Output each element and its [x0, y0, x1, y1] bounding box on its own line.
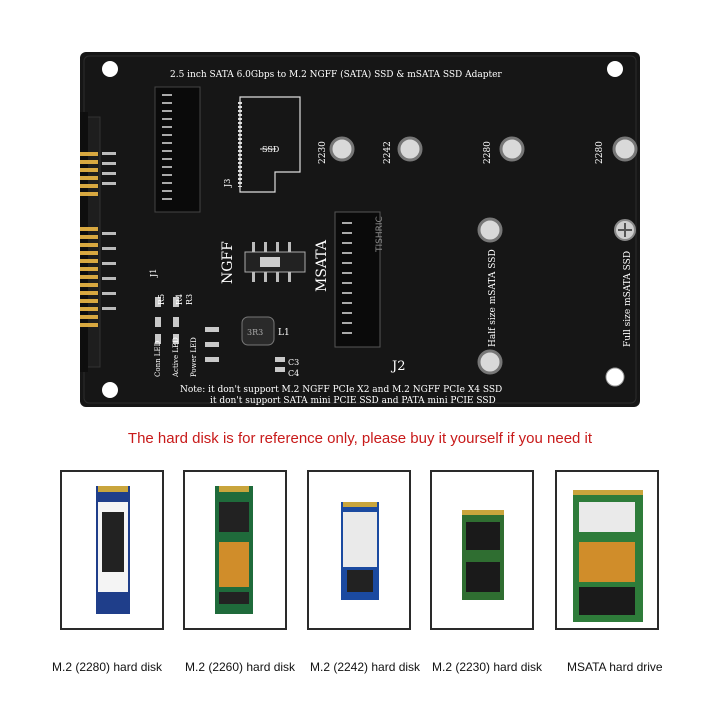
r3-label: R3 — [185, 294, 194, 305]
size-2280b-label: 2280 — [595, 141, 605, 164]
power-led-label: Power LED — [190, 337, 198, 377]
drive-card-2280 — [60, 470, 164, 630]
drive-caption-2242: M.2 (2242) hard disk — [310, 660, 421, 674]
m2-2260-ssd-icon — [215, 486, 253, 614]
r5-label: R5 — [157, 294, 166, 305]
drive-caption-2280: M.2 (2280) hard disk — [52, 660, 163, 674]
ngff-label: NGFF — [220, 241, 236, 284]
drive-caption-2260: M.2 (2260) hard disk — [185, 660, 296, 674]
adapter-board: 2.5 inch SATA 6.0Gbps to M.2 NGFF (SATA)… — [80, 52, 640, 407]
j1-label: J1 — [149, 269, 158, 278]
j2-label: J2 — [390, 359, 405, 374]
note-line-2: it don't support SATA mini PCIE SSD and … — [210, 396, 496, 406]
size-2242-label: 2242 — [383, 141, 393, 164]
m2-2242-ssd-icon — [341, 502, 379, 600]
msata-label: MSATA — [314, 239, 330, 292]
j3-label: J3 — [223, 179, 232, 188]
drive-card-2260 — [183, 470, 287, 630]
drive-caption-2230: M.2 (2230) hard disk — [432, 660, 543, 674]
ssd-label: SSD — [262, 145, 279, 154]
board-title: 2.5 inch SATA 6.0Gbps to M.2 NGFF (SATA)… — [170, 69, 502, 80]
inductor-label: 3R3 — [247, 328, 263, 337]
c3-label: C3 — [288, 358, 299, 367]
msata-ssd-icon — [573, 490, 643, 622]
drive-caption-msata: MSATA hard drive — [567, 660, 663, 674]
brand-label: TISHRIC — [375, 216, 385, 253]
adapter-board-image: 2.5 inch SATA 6.0Gbps to M.2 NGFF (SATA)… — [80, 52, 640, 407]
drive-card-msata — [555, 470, 659, 630]
full-msata-label: Full size mSATA SSD — [623, 251, 633, 347]
reference-notice: The hard disk is for reference only, ple… — [127, 430, 593, 447]
half-msata-label: Half size mSATA SSD — [488, 249, 498, 347]
size-2280a-label: 2280 — [483, 141, 493, 164]
l1-label: L1 — [278, 328, 290, 338]
active-led-label: Active LED — [172, 337, 180, 378]
conn-led-label: Conn LED — [154, 340, 162, 377]
drive-card-2242 — [307, 470, 411, 630]
m2-2280-ssd-icon — [96, 486, 130, 614]
drive-card-2230 — [430, 470, 534, 630]
m2-2230-ssd-icon — [462, 510, 504, 600]
size-2230-label: 2230 — [318, 141, 328, 164]
r4-label: R4 — [175, 294, 184, 305]
c4-label: C4 — [288, 369, 299, 378]
drive-gallery: M.2 (2280) hard disk M.2 (2260) hard dis… — [0, 470, 720, 674]
note-line-1: Note: it don't support M.2 NGFF PCIe X2 … — [180, 385, 502, 395]
